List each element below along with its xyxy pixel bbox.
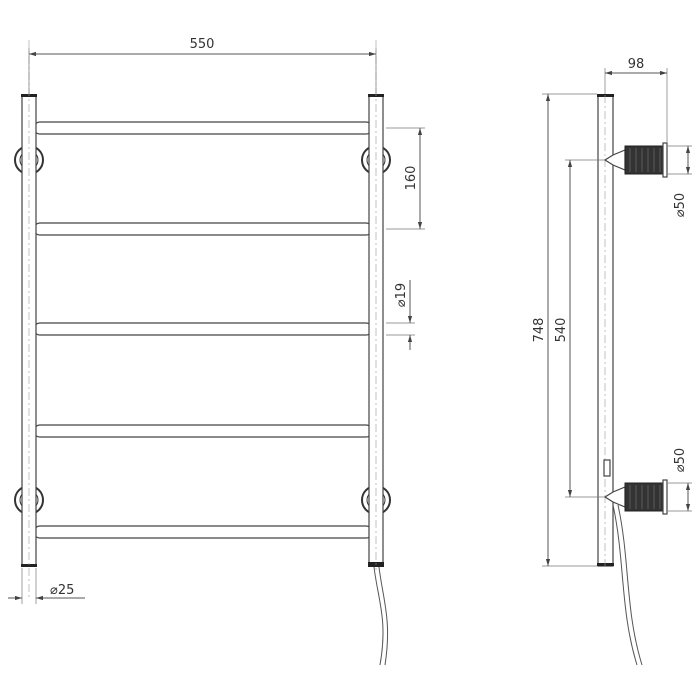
top-bracket-diameter-dimension: ⌀50 [673, 193, 688, 217]
height-dimension: 748 [532, 318, 547, 343]
rail-diameter-dimension: ⌀19 [394, 283, 409, 307]
rails [33, 121, 373, 539]
rail [33, 322, 373, 336]
rail-spacing-dimension: 160 [404, 166, 419, 191]
side-bracket-bottom [603, 479, 668, 515]
rail [33, 121, 373, 135]
side-bracket-top [603, 142, 668, 178]
front-view: 550 160 ⌀19 ⌀25 [8, 37, 425, 666]
post-diameter-dimension: ⌀25 [50, 583, 74, 598]
side-power-cable [612, 504, 643, 666]
depth-dimension: 98 [628, 57, 645, 72]
power-cable [373, 566, 389, 666]
width-dimension: 550 [190, 37, 215, 52]
side-view: 98 748 540 ⌀50 ⌀50 [532, 57, 692, 666]
bottom-bracket-diameter-dimension: ⌀50 [673, 448, 688, 472]
rail [33, 222, 373, 236]
bracket-spacing-dimension: 540 [554, 318, 569, 343]
rail [33, 424, 373, 438]
rail [33, 525, 373, 539]
